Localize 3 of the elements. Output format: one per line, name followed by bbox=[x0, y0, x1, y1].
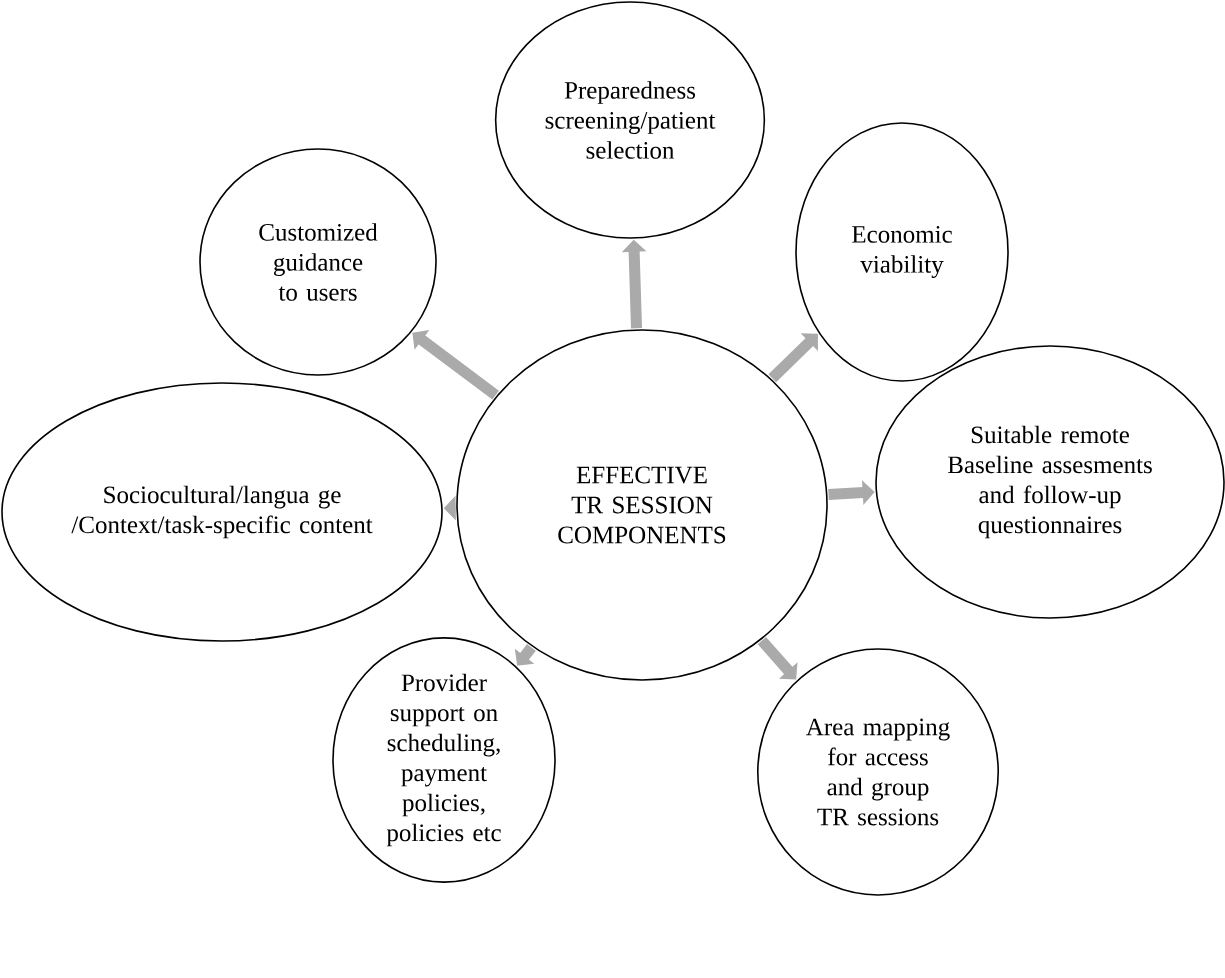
arrow bbox=[768, 333, 818, 383]
arrow bbox=[757, 636, 798, 680]
arrow bbox=[412, 330, 499, 400]
